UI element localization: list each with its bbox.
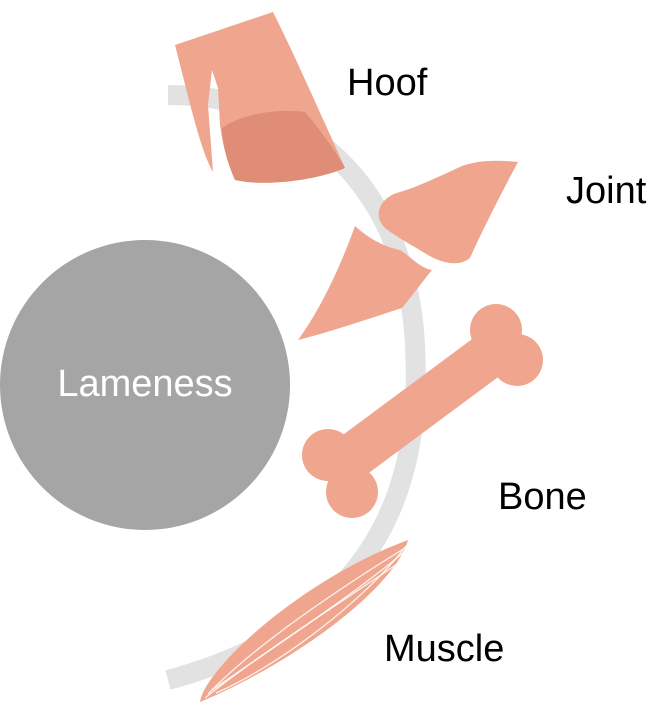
hoof-label: Hoof [347, 64, 427, 102]
hoof-icon [175, 12, 345, 183]
joint-label: Joint [566, 172, 646, 210]
center-label: Lameness [0, 365, 290, 403]
muscle-icon [200, 540, 408, 702]
bone-label: Bone [498, 478, 587, 516]
muscle-label: Muscle [384, 630, 504, 668]
